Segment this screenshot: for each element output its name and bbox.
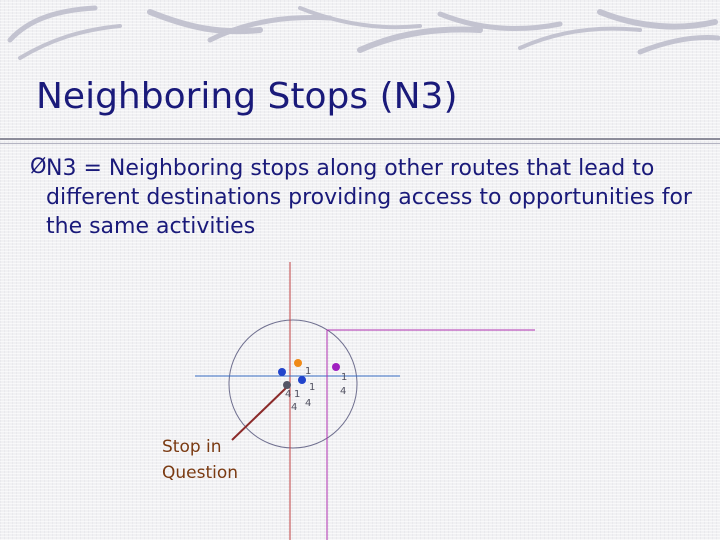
stop-label: 4 <box>285 389 291 400</box>
stop-label: 1 <box>309 382 315 393</box>
caption-leader-line <box>231 387 287 441</box>
slide-title: Neighboring Stops (N3) <box>36 76 458 117</box>
stop-label: 1 <box>305 366 311 377</box>
stop-orange <box>294 359 302 367</box>
bullet-arrow-icon: Ø <box>30 154 47 178</box>
header-decoration <box>7 5 720 60</box>
stop-blue-mid <box>298 376 306 384</box>
bullet-text: N3 = Neighboring stops along other route… <box>46 156 692 239</box>
title-divider-thin <box>0 143 720 144</box>
stop-blue-left <box>278 368 286 376</box>
stop-magenta <box>332 363 340 371</box>
stop-label: 1 <box>294 389 300 400</box>
buffer-circle <box>228 319 358 449</box>
stop-label: 4 <box>340 386 346 397</box>
stop-gray <box>283 381 291 389</box>
stop-label: 1 <box>341 372 347 383</box>
stop-in-question-label: Stop in Question <box>162 437 239 483</box>
magenta-route-line <box>326 329 535 540</box>
stop-label: 4 <box>291 402 297 413</box>
title-divider <box>0 138 720 140</box>
stop-label: 4 <box>305 398 311 409</box>
